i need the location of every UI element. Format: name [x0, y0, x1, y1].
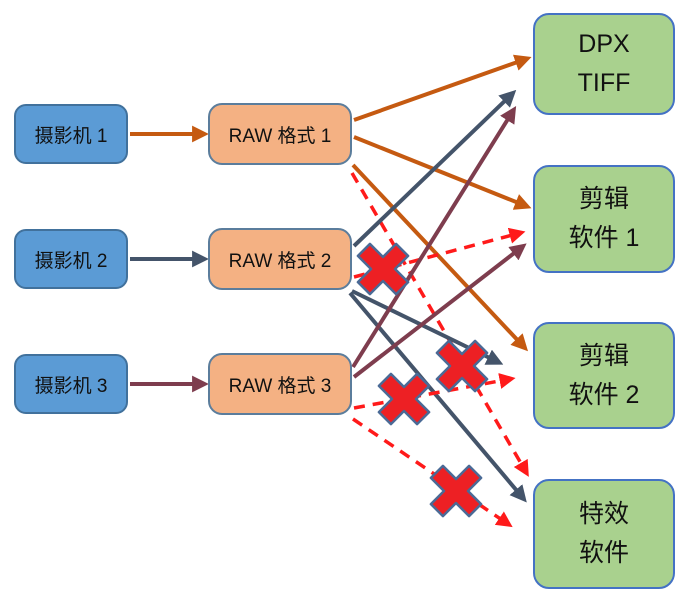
- node-label: 摄影机 3: [34, 375, 108, 397]
- node-label-line: TIFF: [577, 69, 631, 97]
- node-label-line: 软件 1: [568, 224, 640, 252]
- arrow-raw2-fx: [348, 291, 527, 503]
- incompatible-x-icon: [435, 339, 489, 393]
- node-label: 摄影机 2: [34, 250, 108, 272]
- arrow-raw1-edit2: [351, 163, 529, 352]
- arrow-raw3-dpx: [351, 106, 517, 369]
- arrow-raw1-edit1: [353, 135, 532, 210]
- node-cam1: 摄影机 1: [14, 104, 128, 164]
- node-label-line: 剪辑: [578, 185, 629, 214]
- node-label-line: 软件 2: [568, 380, 640, 409]
- node-cam2: 摄影机 2: [14, 229, 128, 289]
- node-dpx: DPX TIFF: [533, 13, 675, 115]
- incompatible-x-icon: [356, 242, 410, 296]
- node-label: RAW 格式 3: [228, 375, 332, 397]
- node-raw1: RAW 格式 1: [208, 103, 352, 165]
- node-raw3: RAW 格式 3: [208, 353, 352, 415]
- incompatible-x-icon: [429, 464, 483, 518]
- arrow-raw1-dpx: [353, 54, 532, 122]
- node-label: RAW 格式 1: [228, 125, 332, 147]
- node-raw2: RAW 格式 2: [208, 228, 352, 290]
- node-label-line: 剪辑: [578, 341, 629, 370]
- arrow-raw3-edit1: [352, 243, 527, 379]
- node-label-line: 特效: [578, 500, 629, 529]
- blocked-arrow-raw1-fx: [350, 172, 529, 477]
- node-label-line: 软件: [578, 539, 629, 567]
- arrow-raw2-dpx: [352, 89, 517, 248]
- node-label-line: DPX: [578, 30, 630, 59]
- node-label: 摄影机 1: [34, 125, 108, 147]
- blocked-arrow-raw3-fx: [352, 417, 513, 528]
- node-cam3: 摄影机 3: [14, 354, 128, 414]
- incompatible-x-icon: [377, 372, 431, 426]
- node-edit1: 剪辑软件 1: [533, 165, 675, 273]
- blocked-arrow-raw3-edit2: [353, 372, 516, 410]
- node-fx: 特效软件: [533, 479, 675, 589]
- node-edit2: 剪辑软件 2: [533, 322, 675, 429]
- node-label: RAW 格式 2: [228, 250, 332, 272]
